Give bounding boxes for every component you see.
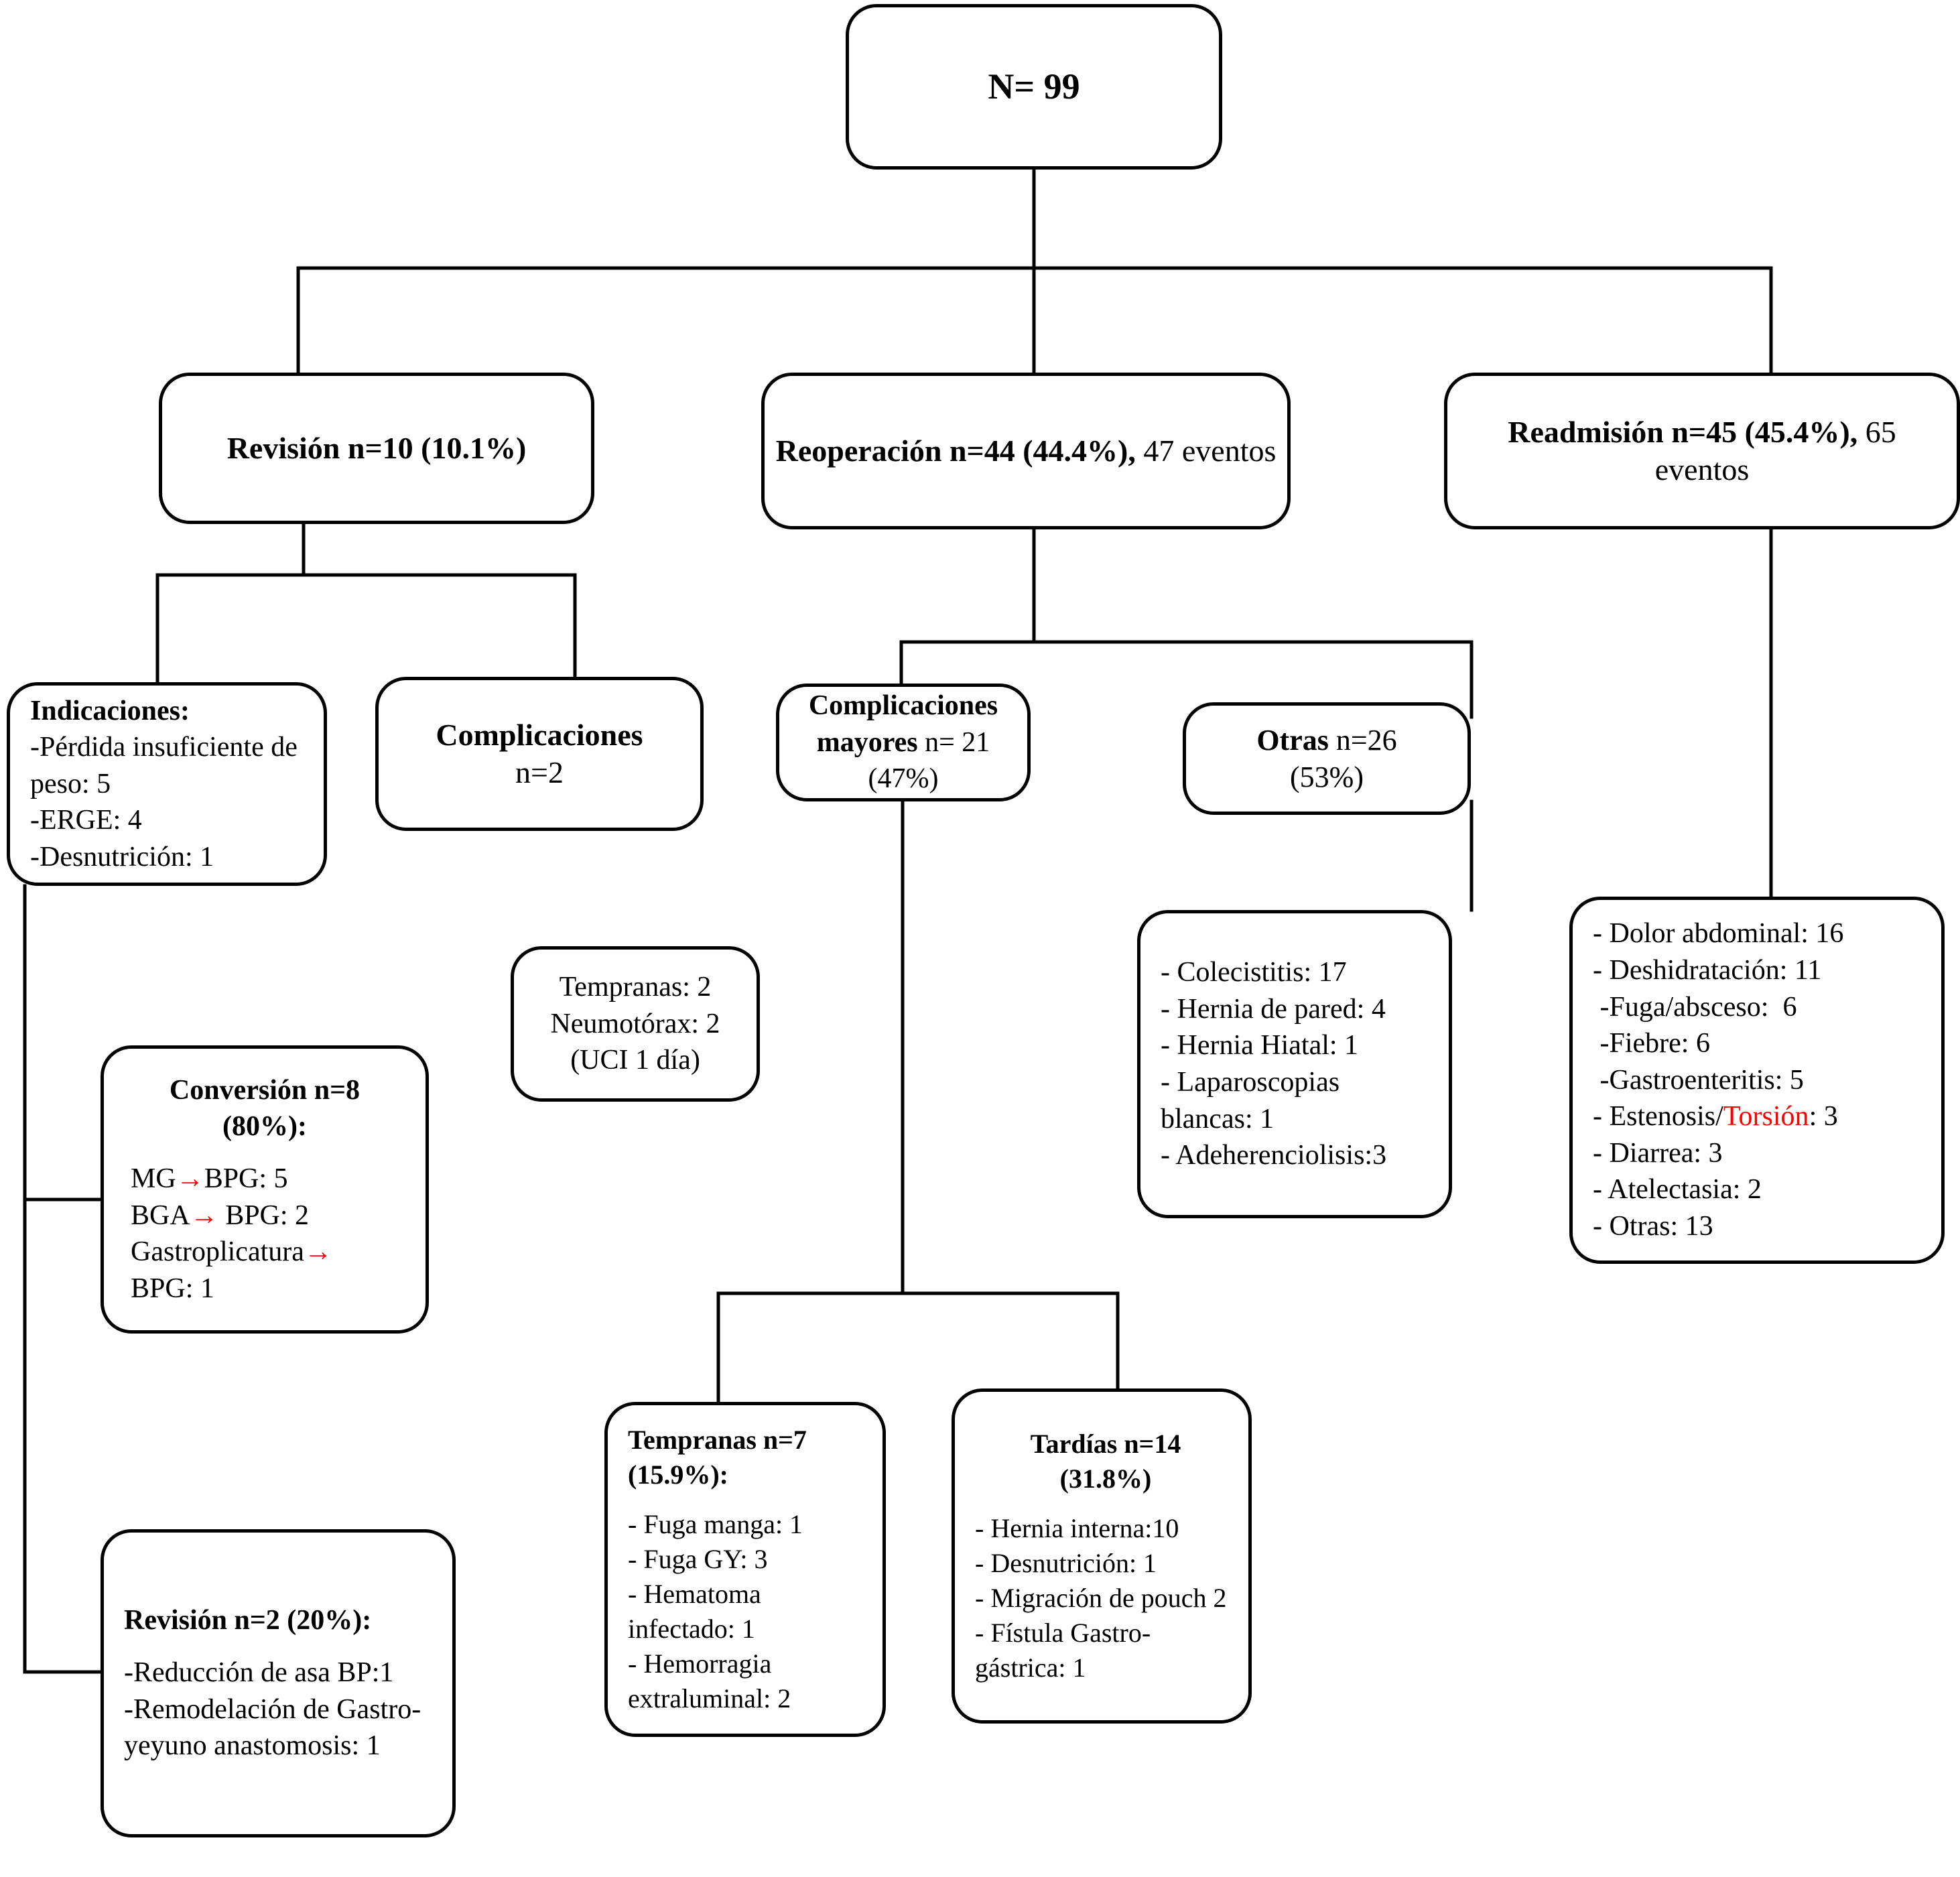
node-readmision[interactable]: Readmisión n=45 (45.4%), 65 eventos (1444, 373, 1960, 529)
node-otras-sub: (53%) (1290, 761, 1364, 793)
node-readmision-label-bold: Readmisión n=45 (45.4%), (1508, 414, 1858, 449)
conversion-row-3-before: Gastroplicatura (131, 1236, 304, 1268)
node-complicaciones-mayores-sub: (47%) (868, 763, 939, 795)
estenosis-count: : 3 (1809, 1101, 1838, 1132)
right-arrow-icon: → (176, 1163, 204, 1194)
node-revision-label: Revisión n=10 (10.1%) (226, 430, 527, 465)
node-otras-detalle-line-4: - Laparoscopias blancas: 1 (1161, 1067, 1347, 1135)
conversion-row-2: BGA→ BPG: 2 (131, 1198, 415, 1234)
node-readmision-detalle-line-6: - Estenosis/Torsión: 3 (1593, 1098, 1838, 1135)
node-conversion-rows: MG→BPG: 5 BGA→ BPG: 2 Gastroplicatura→ B… (115, 1161, 415, 1307)
node-tempranas-revision-line-2: Neumotórax: 2 (550, 1008, 720, 1039)
node-readmision-detalle-line-1: - Dolor abdominal: 16 (1593, 918, 1844, 950)
node-readmision-detalle[interactable]: - Dolor abdominal: 16 - Deshidratación: … (1569, 897, 1945, 1264)
node-tempranas-7-line-1: - Fuga manga: 1 (628, 1509, 803, 1539)
conversion-row-1-before: MG (131, 1163, 176, 1194)
node-otras-title-rest: n=26 (1335, 723, 1397, 757)
node-total-n[interactable]: N= 99 (846, 4, 1222, 170)
node-readmision-detalle-line-7: - Diarrea: 3 (1593, 1137, 1723, 1169)
node-tempranas-revision[interactable]: Tempranas: 2 Neumotórax: 2 (UCI 1 día) (511, 946, 760, 1102)
node-otras-detalle-line-5: - Adeherenciolisis:3 (1161, 1140, 1387, 1171)
node-revision[interactable]: Revisión n=10 (10.1%) (159, 373, 594, 524)
conversion-row-2-after: BPG: 2 (218, 1200, 310, 1231)
node-indicaciones-line-1: -Pérdida insuficiente de peso: 5 (30, 732, 305, 799)
node-complicaciones-mayores-title-bold: Complicaciones mayores (808, 690, 998, 758)
conversion-row-1: MG→BPG: 5 (131, 1161, 415, 1198)
node-revision-2-title: Revisión n=2 (20%): (124, 1605, 372, 1636)
node-revision-2-line-1: -Reducción de asa BP:1 (124, 1657, 394, 1688)
node-tardias-14-line-3: - Migración de pouch 2 (975, 1583, 1227, 1613)
node-otras-title: Otras n=26 (1256, 722, 1396, 759)
conversion-row-3: Gastroplicatura→ (131, 1234, 415, 1271)
node-tempranas-7-line-3: - Hematoma infectado: 1 (628, 1579, 768, 1644)
node-tempranas-7-title-line-2: (15.9%): (628, 1460, 728, 1490)
node-reoperacion-text: Reoperación n=44 (44.4%), 47 eventos (776, 432, 1277, 470)
node-indicaciones[interactable]: Indicaciones: -Pérdida insuficiente de p… (7, 682, 327, 886)
node-readmision-detalle-line-4: -Fiebre: 6 (1593, 1028, 1710, 1059)
estenosis-label: - Estenosis/ (1593, 1101, 1723, 1132)
node-complicaciones-revision-title: Complicaciones (436, 717, 643, 752)
right-arrow-icon: → (304, 1236, 332, 1268)
node-otras[interactable]: Otras n=26 (53%) (1183, 702, 1471, 815)
node-total-n-label: N= 99 (988, 66, 1080, 107)
node-otras-detalle-line-1: - Colecistitis: 17 (1161, 957, 1347, 988)
node-complicaciones-mayores-title: Complicaciones mayores n= 21 (790, 688, 1017, 761)
node-indicaciones-line-3: -Desnutrición: 1 (30, 841, 214, 872)
node-readmision-label-rest: 65 eventos (1654, 414, 1896, 487)
node-readmision-detalle-line-9: - Otras: 13 (1593, 1211, 1713, 1242)
node-readmision-detalle-line-5: -Gastroenteritis: 5 (1593, 1064, 1804, 1096)
node-tardias-14-title-line-2: (31.8%) (1059, 1464, 1152, 1494)
node-otras-detalle[interactable]: - Colecistitis: 17 - Hernia de pared: 4 … (1137, 910, 1452, 1218)
node-tempranas-7-line-2: - Fuga GY: 3 (628, 1544, 768, 1574)
node-tempranas-7-title-line-1: Tempranas n=7 (628, 1425, 807, 1455)
node-reoperacion-label-bold: Reoperación n=44 (44.4%), (775, 433, 1136, 468)
node-otras-detalle-line-2: - Hernia de pared: 4 (1161, 993, 1386, 1025)
node-conversion[interactable]: Conversión n=8 (80%): MG→BPG: 5 BGA→ BPG… (101, 1045, 429, 1334)
node-revision-2-line-2: -Remodelación de Gastro-yeyuno anastomos… (124, 1693, 421, 1762)
node-otras-detalle-line-3: - Hernia Hiatal: 1 (1161, 1030, 1359, 1061)
node-complicaciones-revision-sub: n=2 (515, 755, 564, 789)
node-otras-title-bold: Otras (1256, 723, 1329, 757)
node-readmision-text: Readmisión n=45 (45.4%), 65 eventos (1458, 413, 1946, 489)
conversion-row-4: BPG: 1 (131, 1273, 214, 1304)
right-arrow-icon: → (190, 1200, 218, 1231)
node-tempranas-revision-line-1: Tempranas: 2 (559, 972, 712, 1003)
node-reoperacion[interactable]: Reoperación n=44 (44.4%), 47 eventos (761, 373, 1291, 529)
node-tardias-14-line-1: - Hernia interna:10 (975, 1513, 1179, 1543)
node-complicaciones-mayores[interactable]: Complicaciones mayores n= 21 (47%) (776, 684, 1031, 801)
node-conversion-title-line-2: (80%): (222, 1111, 307, 1143)
node-complicaciones-revision[interactable]: Complicaciones n=2 (375, 677, 704, 831)
node-tempranas-7-line-4: - Hemorragia extraluminal: 2 (628, 1648, 791, 1713)
node-tardias-14-line-4: - Fístula Gastro-gástrica: 1 (975, 1618, 1151, 1683)
node-indicaciones-line-2: -ERGE: 4 (30, 805, 142, 836)
node-readmision-detalle-line-2: - Deshidratación: 11 (1593, 954, 1822, 986)
node-complicaciones-mayores-title-rest: n= 21 (925, 726, 990, 758)
node-revision-2[interactable]: Revisión n=2 (20%): -Reducción de asa BP… (101, 1529, 456, 1837)
node-conversion-title-line-1: Conversión n=8 (169, 1074, 361, 1106)
node-tardias-14[interactable]: Tardías n=14 (31.8%) - Hernia interna:10… (952, 1388, 1252, 1724)
conversion-row-1-after: BPG: 5 (204, 1163, 288, 1194)
node-tempranas-7[interactable]: Tempranas n=7 (15.9%): - Fuga manga: 1 -… (604, 1402, 886, 1737)
node-tardias-14-title-line-1: Tardías n=14 (1030, 1429, 1181, 1459)
torsion-label-highlighted: Torsión (1723, 1101, 1809, 1132)
node-tempranas-revision-line-3: (UCI 1 día) (570, 1045, 700, 1076)
node-reoperacion-label-rest: 47 eventos (1143, 433, 1277, 468)
node-readmision-detalle-line-8: - Atelectasia: 2 (1593, 1174, 1762, 1206)
node-indicaciones-title: Indicaciones: (30, 695, 190, 726)
node-readmision-detalle-line-3: -Fuga/absceso: 6 (1593, 991, 1797, 1023)
node-tardias-14-line-2: - Desnutrición: 1 (975, 1548, 1157, 1578)
conversion-row-2-before: BGA (131, 1200, 190, 1231)
